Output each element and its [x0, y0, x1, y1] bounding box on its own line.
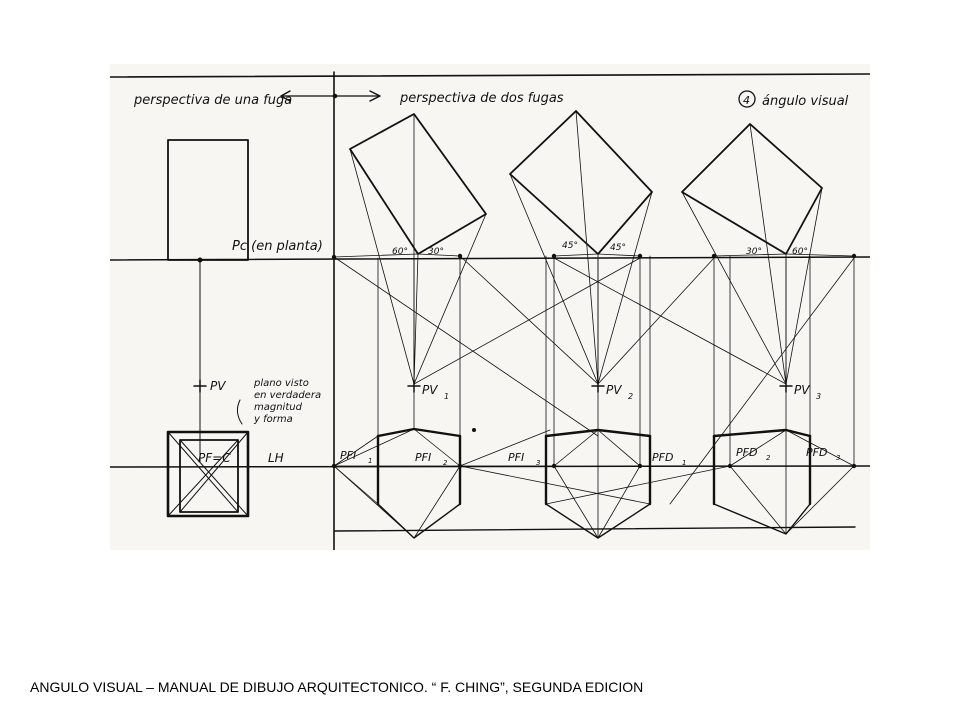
label-pf-c: PF=C — [198, 451, 231, 465]
angle-2a: 45° — [562, 241, 578, 251]
one-point-diagonal-3 — [167, 439, 239, 517]
label-pv2: PV — [606, 383, 622, 397]
label-pfi2: PFI — [415, 451, 431, 464]
label-pv3-sub: 3 — [816, 392, 821, 401]
box-2-bottom — [545, 503, 651, 539]
sight-lines-3 — [597, 123, 855, 535]
label-pfi3: PFI — [508, 451, 524, 464]
angle-1b: 30° — [428, 247, 444, 257]
label-pc: Pc (en planta) — [232, 239, 323, 254]
heading-arrow-left — [280, 90, 291, 102]
label-pv: PV — [210, 379, 226, 393]
angle-number-circle — [738, 90, 756, 108]
angle-2b: 45° — [610, 243, 626, 253]
label-pfd1: PFD — [652, 451, 673, 464]
label-pfd1-sub: 1 — [682, 459, 686, 467]
angle-number: 4 — [743, 94, 750, 107]
note-line-4: y forma — [253, 414, 293, 425]
label-pv2-sub: 2 — [628, 392, 633, 401]
one-point-diagonal-1 — [167, 431, 239, 513]
perspective-drawing: perspectiva de una fuga perspectiva de d… — [110, 64, 870, 550]
figure-caption: ANGULO VISUAL – MANUAL DE DIBUJO ARQUITE… — [30, 679, 644, 695]
plan-square-1 — [349, 113, 487, 255]
angle-3b: 60° — [792, 247, 808, 257]
label-pfi3-sub: 3 — [536, 459, 540, 467]
plan-rectangle — [167, 139, 249, 261]
heading-arrow-dot — [332, 93, 338, 99]
box-1-bottom — [377, 503, 461, 539]
label-pfi1: PFI — [340, 449, 356, 462]
angle-1a: 60° — [392, 247, 408, 257]
note-arrow — [236, 399, 243, 425]
label-pfi1-sub: 1 — [368, 457, 372, 465]
box-3-bottom — [713, 503, 811, 535]
note-line-3: magnitud — [254, 402, 303, 413]
plane-dots — [331, 253, 857, 469]
angle-3a: 30° — [746, 247, 762, 257]
label-pfd3: PFD — [806, 446, 827, 459]
one-point-inner-box — [179, 439, 239, 513]
label-pfd3-sub: 3 — [836, 454, 840, 462]
ground-line — [334, 526, 856, 532]
label-pfd2: PFD — [736, 446, 757, 459]
drawing-svg: perspectiva de una fuga perspectiva de d… — [110, 71, 870, 550]
box-3-top — [712, 428, 812, 438]
label-lh: LH — [268, 451, 284, 465]
label-pv3: PV — [794, 383, 810, 397]
note-line-1: plano visto — [253, 378, 309, 389]
box-1-top — [376, 427, 462, 438]
one-point-diagonal-2 — [179, 431, 249, 513]
plan-square-2 — [509, 110, 653, 255]
heading-arrow-right — [369, 90, 381, 102]
label-one-point: perspectiva de una fuga — [133, 93, 292, 108]
label-angle: ángulo visual — [762, 94, 849, 109]
note-line-2: en verdadera — [254, 390, 321, 401]
label-pv1-sub: 1 — [444, 392, 449, 401]
station-dot — [197, 257, 203, 263]
label-pfd2-sub: 2 — [766, 454, 771, 462]
plan-square-3 — [681, 123, 823, 255]
one-point-outer-box — [166, 430, 250, 518]
label-pv1: PV — [422, 383, 438, 397]
box-2-top — [544, 428, 652, 438]
sight-lines-1 — [333, 113, 599, 539]
top-border-line — [110, 73, 870, 78]
label-two-point: perspectiva de dos fugas — [399, 91, 564, 106]
label-pfi2-sub: 2 — [443, 459, 448, 467]
one-point-diagonal-4 — [179, 439, 249, 517]
